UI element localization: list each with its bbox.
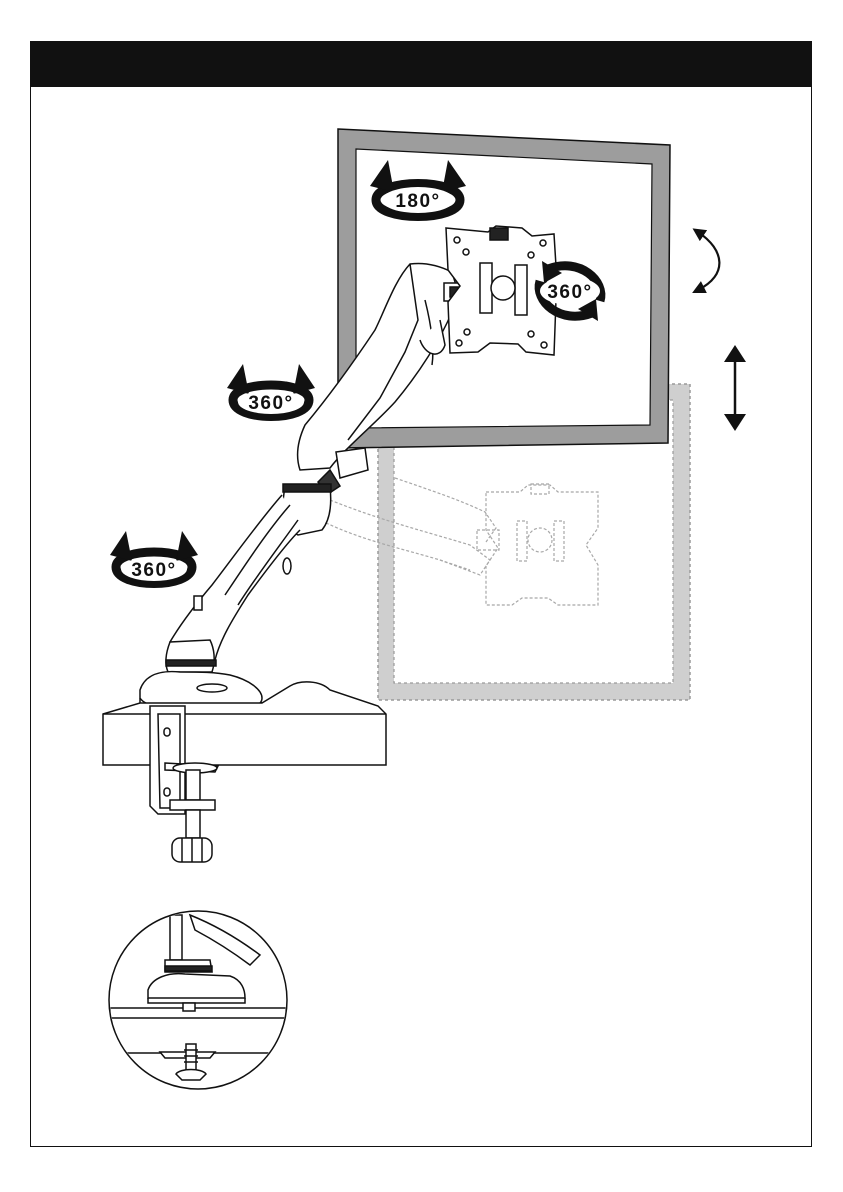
rotate-360-lower-arm-icon: 360° bbox=[110, 531, 198, 584]
grommet-detail-inset bbox=[109, 911, 287, 1089]
rotate-180-label: 180° bbox=[395, 191, 440, 212]
lower-arm-360-label: 360° bbox=[131, 560, 176, 581]
rotate-360-upper-arm-icon: 360° bbox=[227, 364, 315, 417]
arm-base bbox=[140, 640, 262, 713]
swivel-360-label: 360° bbox=[547, 282, 592, 303]
rotate-360-icon: 360° bbox=[539, 261, 601, 321]
tilt-arc-arrow-icon bbox=[698, 232, 719, 290]
height-double-arrow-icon bbox=[724, 345, 746, 431]
upper-arm-360-label: 360° bbox=[248, 393, 293, 414]
